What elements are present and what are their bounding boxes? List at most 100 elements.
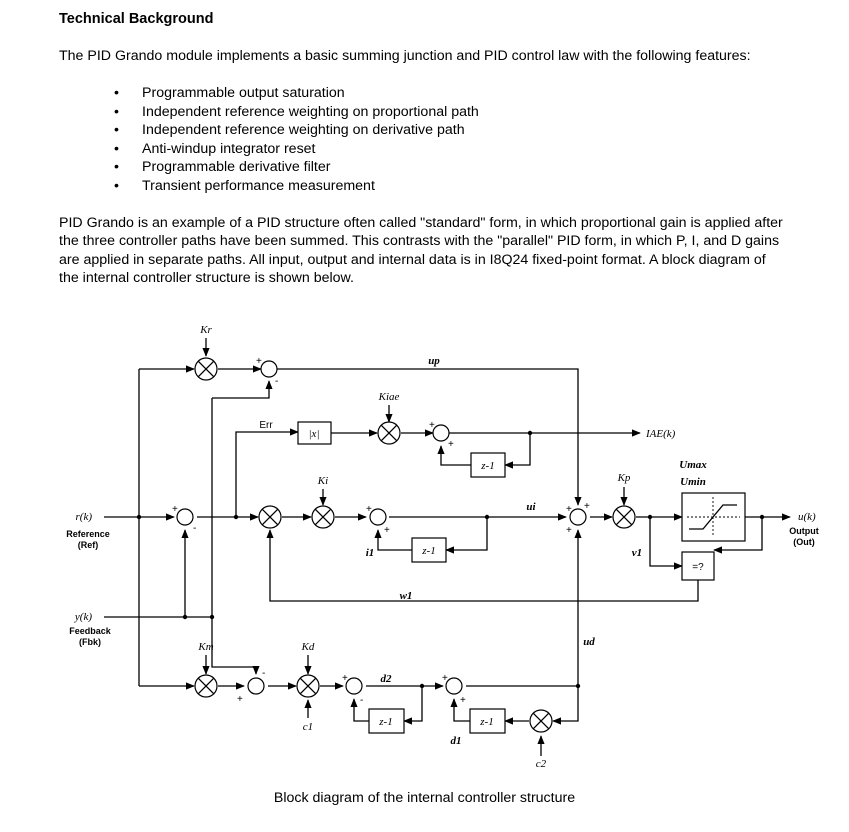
w1-wire	[266, 529, 699, 602]
multipliers	[194, 357, 636, 733]
c2-multiplier	[529, 709, 553, 733]
plus-sign: +	[429, 420, 435, 431]
d1-delay-block	[469, 708, 506, 734]
prop-summing-junction	[260, 360, 278, 378]
plus-sign: +	[566, 504, 572, 515]
deriv-summing-junction	[247, 677, 265, 695]
diagram-caption: Block diagram of the internal controller…	[273, 790, 576, 806]
int-delay-return	[374, 529, 412, 551]
junction-dot	[182, 614, 188, 620]
ud-wire	[466, 529, 582, 687]
iae-label: IAE(k)	[645, 428, 676, 440]
v1-label: v1	[632, 547, 642, 559]
ud-label: ud	[583, 636, 595, 648]
feature-item: Transient performance measurement	[114, 177, 479, 196]
d2-feedback-wire	[403, 686, 423, 725]
d2-label: d2	[381, 673, 393, 685]
reset-multiplier	[258, 505, 282, 529]
plus-sign: +	[566, 525, 572, 536]
junction-dot	[527, 430, 533, 436]
junction-dot	[575, 683, 581, 689]
out-symbol: u(k)	[798, 511, 816, 523]
compare-block-label: =?	[692, 562, 704, 573]
plus-sign: +	[237, 694, 243, 705]
kr-label: Kr	[199, 324, 212, 336]
umax-label: Umax	[679, 459, 707, 471]
kiae-label: Kiae	[378, 391, 400, 403]
km-label: Km	[197, 641, 213, 653]
junction-dot	[233, 514, 239, 520]
minus-sign: -	[262, 668, 265, 679]
umin-label: Umin	[680, 476, 706, 488]
iae-feedback-wire	[504, 433, 531, 469]
feature-item: Programmable output saturation	[114, 84, 479, 103]
output-summing-junction	[569, 508, 587, 526]
plus-sign: +	[448, 439, 454, 450]
delay-label: z-1	[421, 545, 435, 557]
junction-signs: + - + - + + + + + + + - + + - + +	[172, 356, 590, 706]
delay-label: z-1	[480, 460, 494, 472]
junction-dot	[136, 514, 142, 520]
abs-block-label: |x|	[309, 428, 320, 440]
plus-sign: +	[172, 504, 178, 515]
up-label: up	[428, 355, 440, 367]
km-multiplier	[194, 674, 218, 698]
minus-sign: -	[360, 695, 363, 706]
up-wire	[277, 368, 582, 506]
summing-junctions	[176, 360, 587, 695]
out-tag: (Out)	[793, 537, 815, 547]
iae-delay-block	[470, 452, 506, 478]
compare-block	[681, 551, 715, 581]
c1-label: c1	[303, 721, 313, 733]
saturation-block	[681, 492, 746, 542]
feature-item: Anti-windup integrator reset	[114, 140, 479, 159]
junction-dot	[484, 514, 490, 520]
kiae-multiplier	[377, 421, 401, 445]
iae-summing-junction	[432, 424, 450, 442]
intro-paragraph: The PID Grando module implements a basic…	[59, 48, 751, 64]
ref-tag: (Ref)	[78, 540, 99, 550]
junction-dot	[759, 514, 765, 520]
plus-sign: +	[442, 673, 448, 684]
int-feedback-wire	[445, 517, 488, 554]
signal-wires	[104, 338, 791, 756]
fbk-to-deriv-sum	[211, 617, 260, 675]
plus-sign: +	[256, 356, 262, 367]
ref-symbol: r(k)	[76, 511, 93, 523]
junction-dot	[647, 514, 653, 520]
w1-label: w1	[400, 590, 413, 602]
kd-multiplier	[296, 674, 320, 698]
feature-item: Programmable derivative filter	[114, 158, 479, 177]
feature-item: Independent reference weighting on propo…	[114, 103, 479, 122]
ui-label: ui	[526, 501, 536, 513]
out-to-compare	[713, 517, 763, 554]
d2-summing-junction	[345, 677, 363, 695]
plus-sign: +	[584, 501, 590, 512]
v1-to-compare	[649, 517, 683, 570]
plus-sign: +	[460, 695, 466, 706]
out-label: Output	[789, 526, 819, 536]
error-summing-junction	[176, 508, 194, 526]
fbk-symbol: y(k)	[74, 611, 92, 623]
integrator-summing-junction	[369, 508, 387, 526]
fbk-tag: (Fbk)	[79, 637, 101, 647]
minus-sign: -	[275, 376, 278, 387]
d2-delay-block	[368, 708, 405, 734]
integrator-delay-block	[411, 537, 447, 563]
kd-label: Kd	[301, 641, 315, 653]
description-paragraph: PID Grando is an example of a PID struct…	[59, 215, 783, 286]
d1-label: d1	[451, 735, 462, 747]
abs-block	[297, 421, 332, 445]
d2-delay-return	[350, 698, 369, 722]
plus-sign: +	[366, 504, 372, 515]
fbk-to-prop-sum	[212, 380, 273, 399]
delay-label: z-1	[479, 716, 493, 728]
section-heading: Technical Background	[59, 11, 214, 27]
delay-label: z-1	[378, 716, 392, 728]
junction-dots	[136, 430, 765, 689]
d1-summing-junction	[445, 677, 463, 695]
plus-sign: +	[342, 673, 348, 684]
i1-label: i1	[366, 547, 375, 559]
junction-dot	[419, 683, 425, 689]
